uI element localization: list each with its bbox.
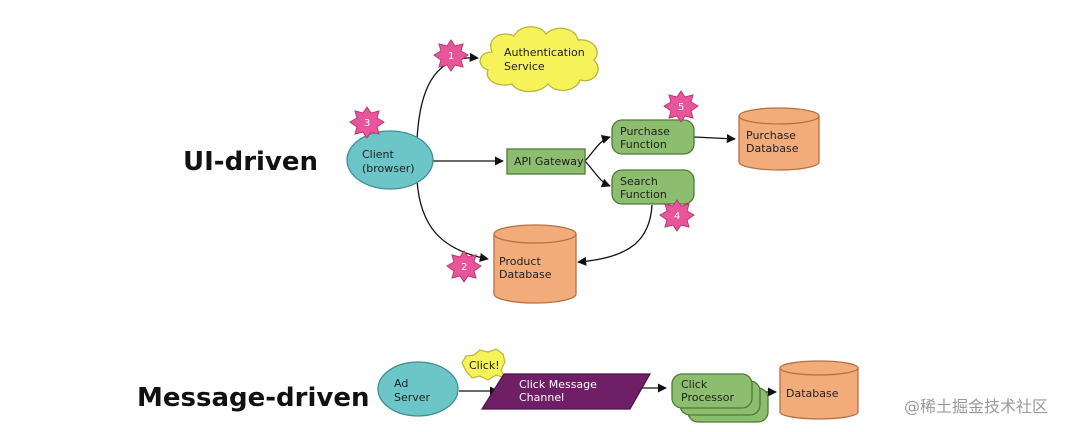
purchase-database-label-1: Purchase — [746, 129, 796, 142]
purchase-to-db-arrow — [693, 134, 736, 144]
client-browser-node: Client (browser) — [346, 130, 434, 190]
marker-3-star: 3 — [349, 106, 385, 139]
click-processor-label-2: Processor — [681, 391, 734, 404]
processor-stack-1 — [671, 373, 753, 409]
gateway-to-purchase-arrow — [584, 135, 611, 162]
marker-5-label: 5 — [678, 102, 684, 113]
search-function-label-2: Function — [620, 188, 667, 201]
click-processor-node: Click Processor — [671, 373, 769, 423]
client-label-1: Client — [362, 148, 395, 161]
ad-server-label-1: Ad — [394, 377, 408, 390]
marker-4-label: 4 — [674, 211, 680, 222]
api-gateway-label: API Gateway — [514, 155, 584, 168]
search-function-node: Search Function — [611, 169, 695, 205]
ad-server-label-2: Server — [394, 391, 431, 404]
client-label-2: (browser) — [362, 162, 415, 175]
purchase-function-label-1: Purchase — [620, 125, 670, 138]
message-driven-title: Message-driven — [137, 383, 369, 413]
marker-1-star: 1 — [433, 39, 469, 72]
click-processor-label-1: Click — [681, 378, 708, 391]
purchase-database-label-2: Database — [746, 142, 799, 155]
marker-2-star: 2 — [446, 250, 482, 283]
client-to-product-db-arrow — [416, 179, 489, 262]
click-channel-label-1: Click Message — [519, 378, 597, 391]
search-function-label-1: Search — [620, 175, 658, 188]
product-database-label-2: Database — [499, 268, 552, 281]
auth-service-label-2: Service — [504, 60, 545, 73]
click-channel-label-2: Channel — [519, 391, 564, 404]
click-bubble: Click! — [461, 348, 507, 381]
marker-1-label: 1 — [448, 51, 454, 62]
api-gateway-node: API Gateway — [506, 148, 586, 175]
client-to-auth-arrow — [416, 52, 479, 141]
marker-3-label: 3 — [364, 118, 370, 129]
search-to-product-db-arrow — [577, 204, 653, 266]
database-label: Database — [786, 387, 839, 400]
auth-service-label-1: Authentication — [504, 46, 585, 59]
marker-4-star: 4 — [659, 199, 695, 232]
ad-server-node: Ad Server — [377, 361, 459, 417]
purchase-function-label-2: Function — [620, 138, 667, 151]
purchase-function-node: Purchase Function — [611, 119, 695, 155]
watermark: @稀土掘金技术社区 — [904, 397, 1048, 416]
gateway-to-search-arrow — [584, 160, 611, 188]
purchase-database-node: Purchase Database — [738, 107, 820, 171]
ui-driven-title: UI-driven — [183, 147, 318, 177]
authentication-service-cloud: Authentication Service — [479, 26, 599, 93]
marker-2-label: 2 — [461, 262, 467, 273]
marker-5-star: 5 — [663, 90, 699, 123]
product-database-label-1: Product — [499, 255, 541, 268]
click-bubble-label: Click! — [469, 359, 500, 372]
message-database-node: Database — [779, 360, 859, 420]
product-database-node: Product Database — [493, 224, 577, 304]
click-message-channel-node: Click Message Channel — [480, 373, 652, 410]
